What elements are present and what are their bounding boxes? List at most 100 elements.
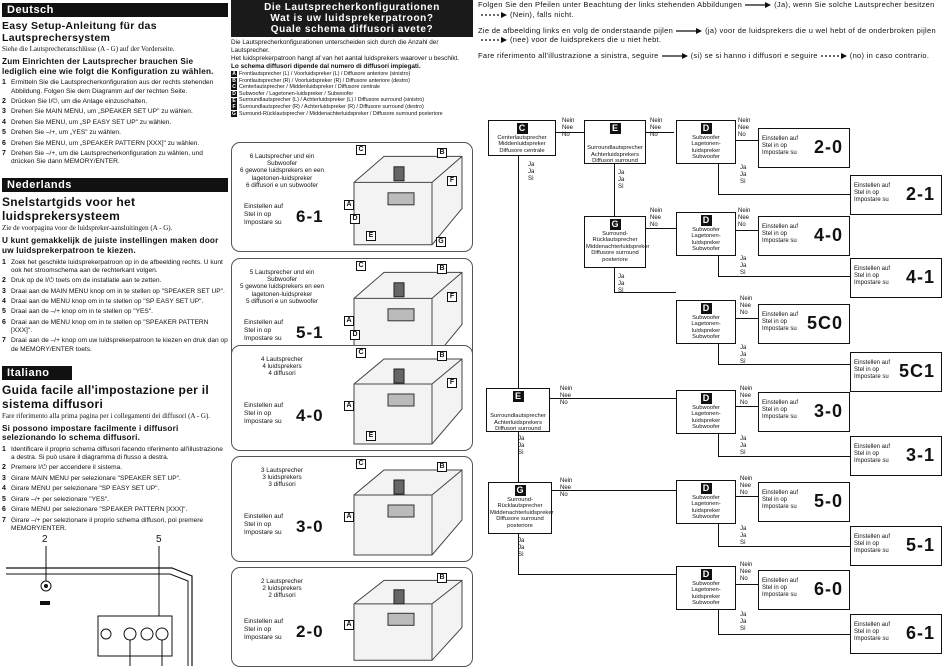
result-code: 3-0 bbox=[813, 401, 843, 421]
left-column: Deutsch Easy Setup-Anleitung für das Lau… bbox=[2, 0, 228, 667]
flow-line bbox=[718, 256, 719, 276]
label-nein: Nein Nee No bbox=[560, 478, 573, 498]
callout-2: 2 bbox=[42, 534, 48, 545]
flow-line bbox=[736, 406, 758, 407]
instruction-nl: Zie de afbeelding links en volg de onder… bbox=[478, 25, 936, 45]
flow-line bbox=[614, 268, 615, 292]
speaker-label-c: C bbox=[356, 459, 366, 469]
subtitle-deutsch: Siehe die Lautsprecheranschlüsse (A - G)… bbox=[2, 45, 175, 53]
flow-line bbox=[736, 584, 758, 585]
result-code: 2-1 bbox=[905, 184, 935, 204]
result-code: 5C1 bbox=[898, 361, 935, 381]
set-label: Einstellen auf Stel in op Impostare su bbox=[244, 319, 284, 342]
result-code: 6-0 bbox=[813, 579, 843, 599]
lead-deutsch: Zum Einrichten der Lautsprecher brauchen… bbox=[2, 57, 214, 76]
result-2-1: Einstellen auf Stel in op Impostare su 2-… bbox=[850, 175, 942, 215]
speaker-label-d: D bbox=[350, 213, 360, 224]
speaker-key-g: G bbox=[514, 485, 526, 496]
room-diagram bbox=[353, 358, 463, 445]
panel-description: 4 Lautsprecher 4 luidsprekers 4 diffusor… bbox=[260, 356, 303, 378]
result-5C1: Einstellen auf Stel in op Impostare su 5C… bbox=[850, 352, 942, 392]
box-text: Subwoofer Lagetonen- luidspreker Subwoof… bbox=[691, 405, 721, 431]
speaker-label-b: B bbox=[437, 148, 447, 159]
result-code: 5C0 bbox=[806, 313, 843, 333]
section-header-italiano: Italiano bbox=[2, 365, 72, 380]
result-label: Einstellen auf Stel in op Impostare su bbox=[762, 490, 799, 511]
pattern-panel-4-0: 4 Lautsprecher 4 luidsprekers 4 diffusor… bbox=[231, 345, 473, 451]
result-label: Einstellen auf Stel in op Impostare su bbox=[854, 534, 891, 555]
box-text: Surroundlautsprecher Achterluidsprekers … bbox=[587, 145, 643, 165]
result-label: Einstellen auf Stel in op Impostare su bbox=[762, 312, 799, 333]
set-label: Einstellen auf Stel in op Impostare su bbox=[244, 203, 284, 226]
box-text: Subwoofer Lagetonen- luidspreker Subwoof… bbox=[691, 135, 721, 161]
room-diagram bbox=[353, 155, 463, 246]
receiver-drawing bbox=[6, 546, 193, 666]
panel-description: 2 Lautsprecher 2 luidsprekers 2 diffusor… bbox=[260, 578, 303, 600]
speaker-key-d: D bbox=[700, 483, 712, 494]
label-nein: Nein Nee No bbox=[738, 118, 751, 138]
speaker-key-e: E F bbox=[609, 123, 621, 144]
speaker-label-g: G bbox=[436, 236, 446, 247]
label-ja: Ja Ja Sì bbox=[740, 256, 747, 276]
label-ja: Ja Ja Sì bbox=[740, 612, 747, 632]
subtitle-italiano: Fare riferimento alla prima pagina per i… bbox=[2, 411, 211, 420]
result-label: Einstellen auf Stel in op Impostare su bbox=[762, 400, 799, 421]
result-5C0: Einstellen auf Stel in op Impostare su 5C… bbox=[758, 304, 850, 344]
flow-line bbox=[718, 634, 850, 635]
speaker-label-a: A bbox=[344, 401, 354, 411]
panel-description: 5 Lautsprecher und ein Subwoofer 5 gewon… bbox=[239, 269, 324, 305]
speaker-label-c: C bbox=[356, 145, 366, 156]
label-ja: Ja Ja Sì bbox=[618, 170, 625, 190]
speaker-label-d: D bbox=[350, 329, 360, 340]
section-header-nederlands: Nederlands bbox=[2, 178, 228, 193]
box-text: Subwoofer Lagetonen- luidspreker Subwoof… bbox=[691, 315, 721, 341]
pattern-banner: Die Lautsprecherkonfigurationen Wat is u… bbox=[231, 0, 473, 37]
flow-line bbox=[646, 132, 674, 133]
room-diagram bbox=[353, 579, 463, 661]
result-label: Einstellen auf Stel in op Impostare su bbox=[854, 360, 891, 381]
pattern-panel-2-0: 2 Lautsprecher 2 luidsprekers 2 diffusor… bbox=[231, 567, 473, 667]
label-ja: Ja Ja Sì bbox=[518, 436, 525, 456]
result-label: Einstellen auf Stel in op Impostare su bbox=[854, 183, 891, 204]
box-text: Subwoofer Lagetonen- luidspreker Subwoof… bbox=[691, 581, 721, 607]
box-text: Subwoofer Lagetonen- luidspreker Subwoof… bbox=[691, 495, 721, 521]
result-code: 5-1 bbox=[905, 535, 935, 555]
label-nein: Nein Nee No bbox=[562, 118, 575, 138]
room-diagram bbox=[353, 469, 463, 556]
intro-nl: Het luidsprekerpatroon hangt af van het … bbox=[231, 55, 460, 62]
flow-line bbox=[736, 140, 758, 141]
flow-line bbox=[718, 456, 850, 457]
flow-line bbox=[552, 490, 676, 491]
pattern-code: 4-0 bbox=[296, 406, 324, 425]
room-diagram bbox=[353, 271, 463, 362]
subtitle-nederlands: Zie de voorpagina voor de luidspreker-aa… bbox=[2, 224, 173, 233]
label-ja: Ja Ja Sì bbox=[528, 162, 535, 182]
set-label: Einstellen auf Stel in op Impostare su bbox=[244, 618, 284, 641]
set-label: Einstellen auf Stel in op Impostare su bbox=[244, 513, 284, 536]
speaker-label-b: B bbox=[437, 351, 447, 361]
speaker-label-c: C bbox=[356, 348, 366, 358]
pattern-code: 3-0 bbox=[296, 517, 324, 536]
